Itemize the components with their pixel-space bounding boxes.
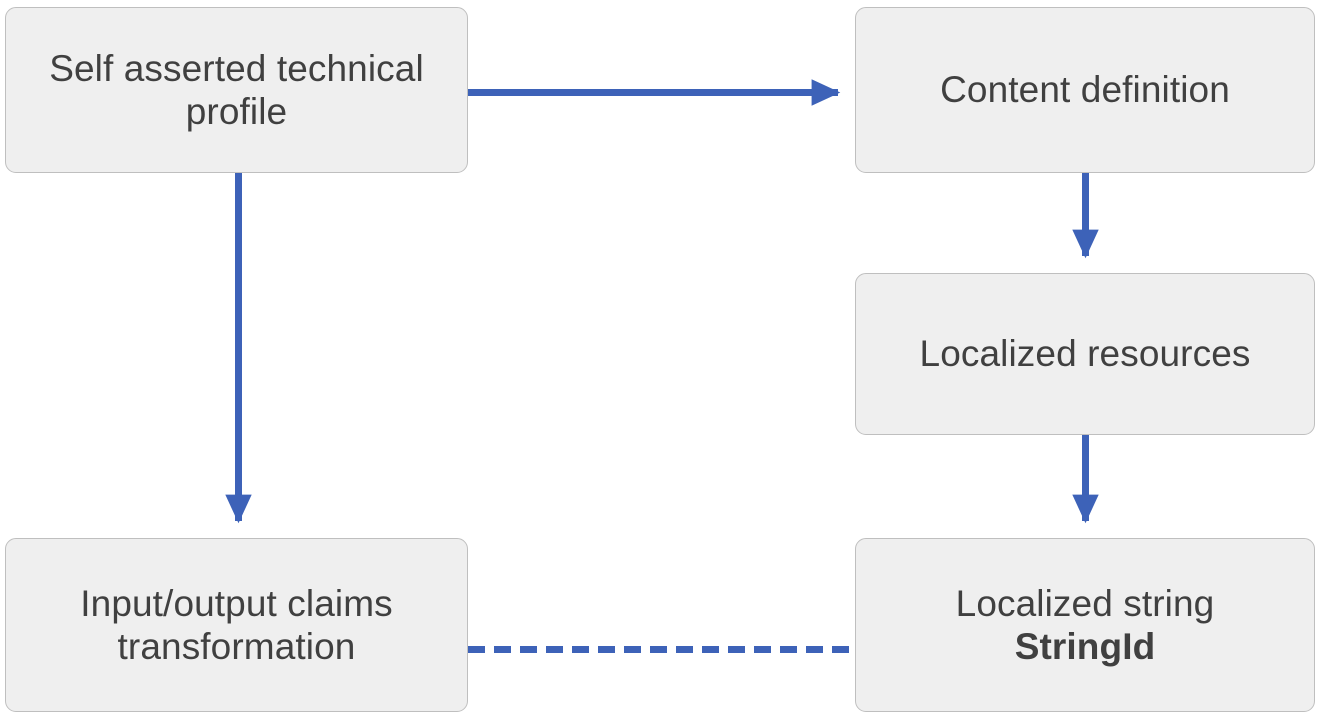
- node-content-definition[interactable]: Content definition: [855, 7, 1315, 173]
- node-label: Self asserted technical profile: [49, 47, 424, 132]
- node-localized-resources[interactable]: Localized resources: [855, 273, 1315, 435]
- node-label: Localized string StringId: [856, 582, 1314, 669]
- node-self-asserted-technical-profile[interactable]: Self asserted technical profile: [5, 7, 468, 173]
- node-input-output-claims-transformation[interactable]: Input/output claims transformation: [5, 538, 468, 712]
- node-label: Content definition: [940, 69, 1230, 111]
- node-label-emphasis: StringId: [1014, 626, 1156, 667]
- node-label: Localized resources: [919, 333, 1251, 375]
- node-label: Input/output claims transformation: [80, 582, 393, 667]
- node-label-text: Localized string: [955, 582, 1215, 624]
- node-localized-string[interactable]: Localized string StringId: [855, 538, 1315, 712]
